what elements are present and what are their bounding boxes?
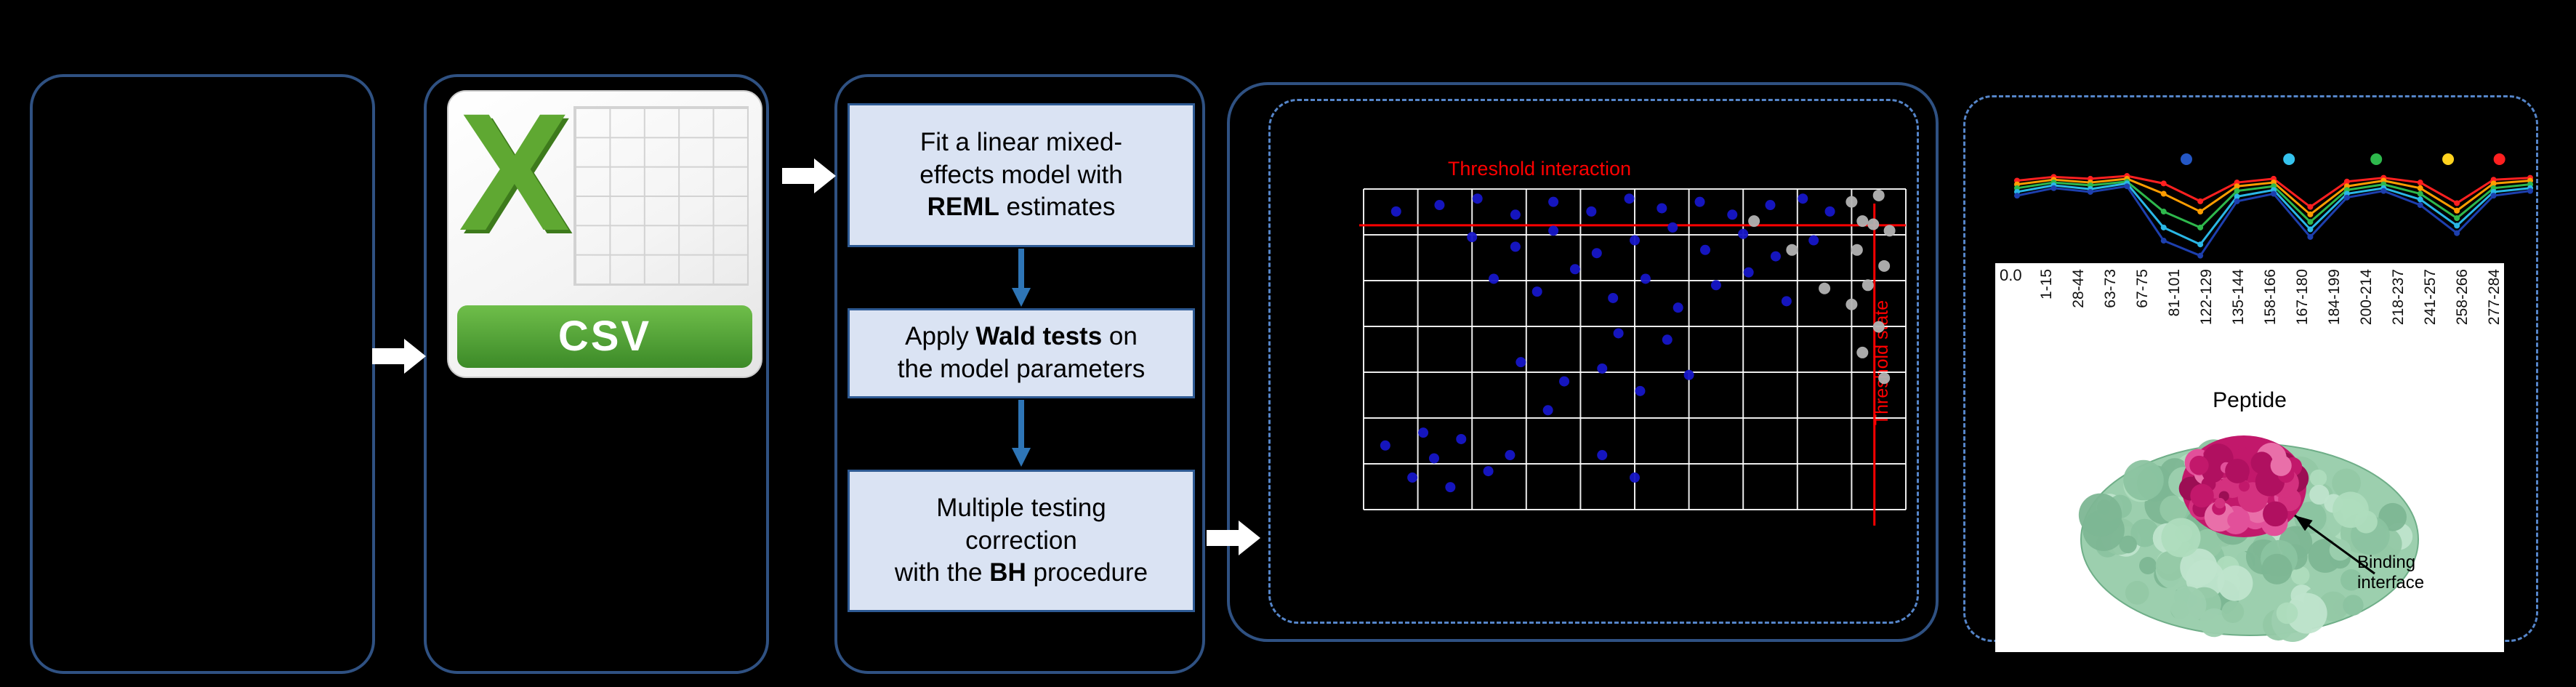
peptide-tick-label: 158-166 (2262, 269, 2279, 326)
threshold-scatter-plot: Threshold interaction Threshold state (1359, 158, 1907, 526)
csv-file-icon: X CSV (447, 79, 762, 378)
spreadsheet-grid-icon (573, 105, 749, 286)
flow-arrow-1-icon (372, 339, 426, 374)
csv-banner-label: CSV (457, 305, 752, 368)
peptide-tick-label: 241-257 (2422, 269, 2439, 326)
peptide-tick-label: 218-237 (2390, 269, 2407, 326)
peptide-tick-label: 67-75 (2134, 269, 2151, 308)
step-box-bh-text: Multiple testing correction with the BH … (894, 493, 1148, 587)
flow-arrow-2-icon (782, 158, 836, 193)
flow-arrow-3-icon (1207, 521, 1260, 555)
panel-input (30, 74, 375, 674)
step-box-reml-text: Fit a linear mixed- effects model with R… (919, 127, 1123, 222)
panel-results-outer (1227, 82, 1939, 642)
peptide-tick-label: 200-214 (2358, 269, 2375, 326)
step-arrow-2-icon (1012, 400, 1031, 467)
peptide-profile-chart (2014, 153, 2533, 259)
step-box-reml: Fit a linear mixed- effects model with R… (848, 103, 1195, 247)
step-box-wald-text: Apply Wald tests on the model parameters (897, 322, 1146, 383)
peptide-tick-label: 81-101 (2166, 269, 2183, 317)
peptide-axis-label: Peptide (2213, 388, 2287, 412)
peptide-tick-label: 167-180 (2294, 269, 2311, 326)
excel-x-logo-icon: X (459, 79, 571, 265)
peptide-tick-label: 28-44 (2070, 269, 2087, 308)
peptide-tick-label: 184-199 (2326, 269, 2343, 326)
peptide-tick-label: 277-284 (2486, 269, 2503, 326)
y-axis-tick-zero: 0.0 (2000, 266, 2022, 284)
scatter-title: Threshold interaction (1448, 158, 1631, 180)
protein-structure-image (2078, 435, 2419, 643)
peptide-tick-label: 122-129 (2198, 269, 2215, 326)
panel-results-dashed (1268, 99, 1919, 624)
structure-image-panel: 0.0 1-15 28-44 63-73 67-75 81-101 122-129 135-… (1995, 263, 2504, 652)
step-arrow-1-icon (1012, 249, 1031, 307)
peptide-tick-label: 1-15 (2038, 269, 2055, 300)
step-box-wald: Apply Wald tests on the model parameters (848, 308, 1195, 398)
peptide-tick-label: 63-73 (2102, 269, 2119, 308)
peptide-tick-label: 258-266 (2454, 269, 2471, 326)
step-box-bh: Multiple testing correction with the BH … (848, 470, 1195, 612)
binding-interface-annotation: Binding interface (2357, 553, 2425, 592)
peptide-tick-label: 135-144 (2230, 269, 2247, 326)
